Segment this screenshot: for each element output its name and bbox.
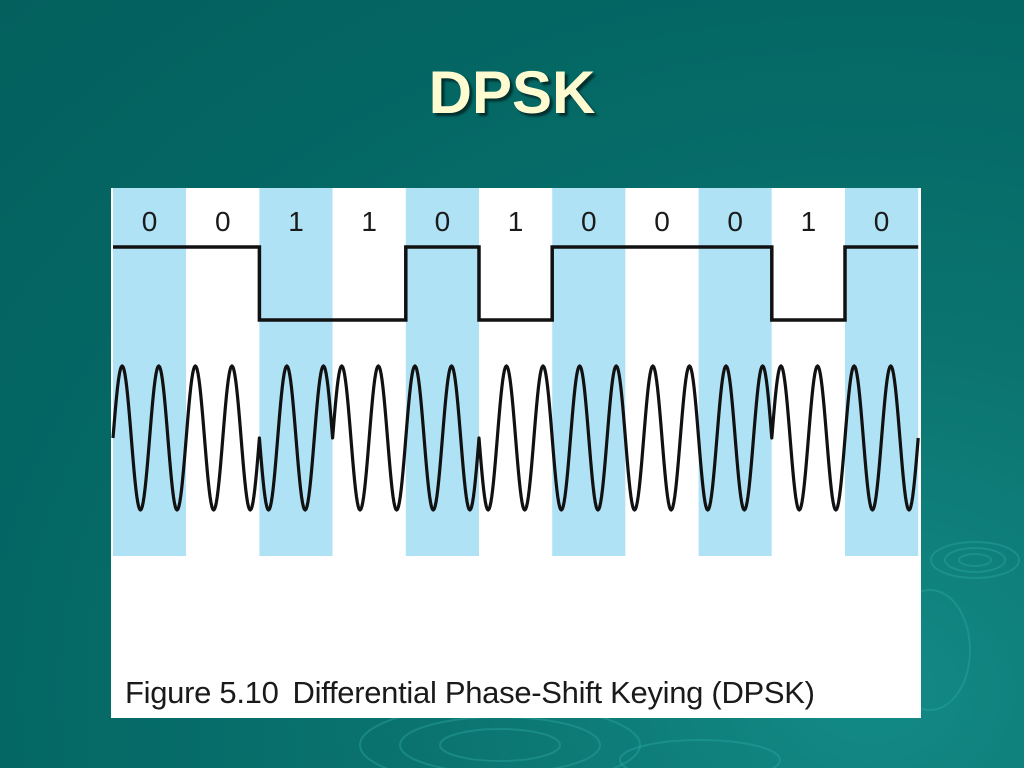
bit-label: 0: [874, 206, 890, 237]
slide-title: DPSK: [428, 59, 596, 126]
bit-label: 1: [288, 206, 304, 237]
bit-label: 1: [801, 206, 817, 237]
bit-label: 0: [581, 206, 597, 237]
digital-signal: [113, 245, 919, 322]
figure-number: Figure 5.10: [125, 675, 279, 710]
bit-labels: 0 0 1 1 0 1 0 0 0 1 0: [142, 206, 890, 237]
bit-label: 0: [142, 206, 158, 237]
dpsk-figure: 0 0 1 1 0 1 0 0 0 1 0 Figure 5.10 Differential Phas…: [111, 188, 921, 718]
bit-label: 0: [215, 206, 231, 237]
dpsk-modulated-signal: [111, 364, 920, 512]
bit-label: 0: [435, 206, 451, 237]
bit-label: 1: [361, 206, 377, 237]
bit-label: 0: [727, 206, 743, 237]
bit-label: 1: [508, 206, 524, 237]
figure-caption: Figure 5.10 Differential Phase-Shift Keyi…: [125, 675, 815, 711]
bit-label: 0: [654, 206, 670, 237]
figure-caption-text: Differential Phase-Shift Keying (DPSK): [292, 675, 815, 710]
dpsk-diagram: 0 0 1 1 0 1 0 0 0 1 0: [111, 188, 920, 556]
